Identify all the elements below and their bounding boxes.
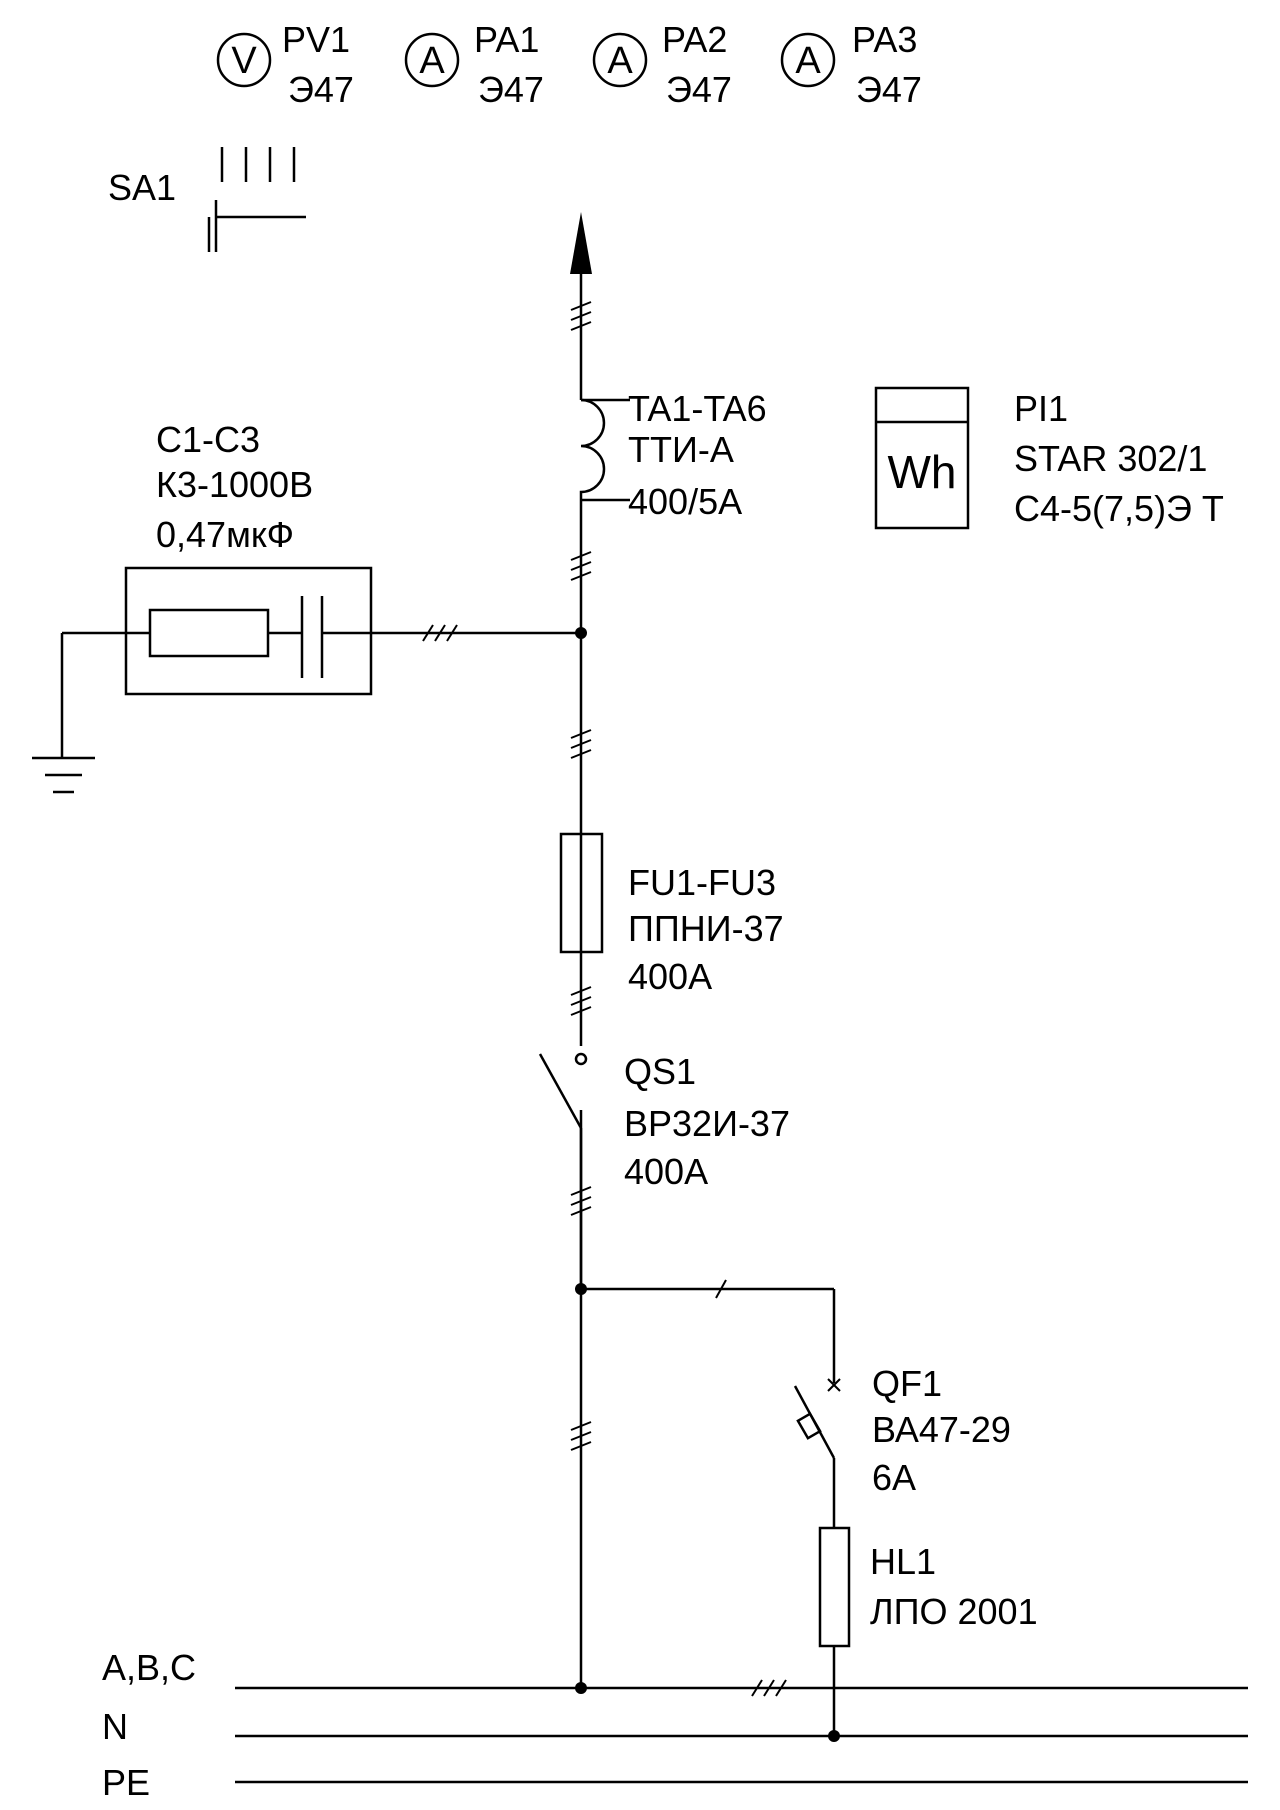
ammeter-symbol: A [607, 40, 633, 82]
tick-marks-icon [422, 624, 458, 642]
meter-pa3: A PA3 Э47 [780, 19, 922, 110]
disconnector-qs1: QS1 ВР32И-37 400A [538, 1051, 790, 1289]
breaker-type: ВА47-29 [872, 1409, 1011, 1450]
meter-type: Э47 [288, 69, 354, 110]
meter-type: Э47 [666, 69, 732, 110]
arrow-up-icon [570, 212, 592, 274]
lamp-type: ЛПО 2001 [870, 1591, 1038, 1632]
main-feeder-line [570, 212, 592, 1694]
breaker-rating: 6A [872, 1457, 916, 1498]
fuse-fu: FU1-FU3 ППНИ-37 400A [559, 832, 784, 997]
ct-type: ТТИ-А [628, 429, 734, 470]
ammeter-symbol: A [419, 40, 445, 82]
meter-type: Э47 [478, 69, 544, 110]
tick-marks-icon [570, 986, 592, 1016]
energy-meter-pi1: Wh PI1 STAR 302/1 C4-5(7,5)Э Т [874, 386, 1224, 530]
capacitor-rating: 0,47мкФ [156, 514, 294, 555]
fuse-type: ППНИ-37 [628, 908, 784, 949]
bus-label-n: N [102, 1706, 128, 1747]
tick-marks-icon [570, 729, 592, 759]
meter-pa2: A PA2 Э47 [592, 19, 732, 110]
meter-ref: PV1 [282, 19, 350, 60]
meter-ref: PA3 [852, 19, 917, 60]
meter-pa1: A PA1 Э47 [404, 19, 544, 110]
tick-marks-icon [570, 551, 592, 581]
lamp-hl1: HL1 ЛПО 2001 [751, 1526, 1038, 1742]
meter-ref: PA1 [474, 19, 539, 60]
capacitor-ref: C1-C3 [156, 419, 260, 460]
lamp-ref: HL1 [870, 1541, 936, 1582]
fuse-rating: 400A [628, 956, 712, 997]
meter-pv1: V PV1 Э47 [216, 19, 354, 110]
capacitor-unit-c: C1-C3 К3-1000В 0,47мкФ [32, 419, 581, 794]
tick-marks-icon [570, 1421, 592, 1451]
capacitor-type: К3-1000В [156, 464, 313, 505]
meter-ref: PI1 [1014, 388, 1068, 429]
meter-ref: PA2 [662, 19, 727, 60]
disconnector-rating: 400A [624, 1151, 708, 1192]
disconnector-ref: QS1 [624, 1051, 696, 1092]
switch-ref: SA1 [108, 167, 176, 208]
meter-type: Э47 [856, 69, 922, 110]
tick-marks-icon [570, 301, 592, 331]
meter-spec: C4-5(7,5)Э Т [1014, 488, 1224, 529]
busbars: A,B,C N PE [102, 1647, 1248, 1803]
disconnector-type: ВР32И-37 [624, 1103, 790, 1144]
ammeter-symbol: A [795, 40, 821, 82]
ct-rating: 400/5A [628, 481, 742, 522]
bus-label-pe: PE [102, 1762, 150, 1803]
meter-type: STAR 302/1 [1014, 438, 1207, 479]
bus-label-abc: A,B,C [102, 1647, 196, 1688]
wh-symbol: Wh [888, 446, 957, 498]
voltmeter-symbol: V [231, 40, 257, 82]
ground-icon [32, 633, 95, 794]
ct-ref: TA1-TA6 [628, 388, 767, 429]
control-branch [581, 1279, 841, 1392]
selector-switch-sa1: SA1 [108, 147, 306, 252]
breaker-ref: QF1 [872, 1363, 942, 1404]
circuit-breaker-qf1: QF1 ВА47-29 6A [793, 1363, 1011, 1528]
current-transformer-ta: TA1-TA6 ТТИ-А 400/5A [579, 388, 767, 522]
fuse-ref: FU1-FU3 [628, 862, 776, 903]
